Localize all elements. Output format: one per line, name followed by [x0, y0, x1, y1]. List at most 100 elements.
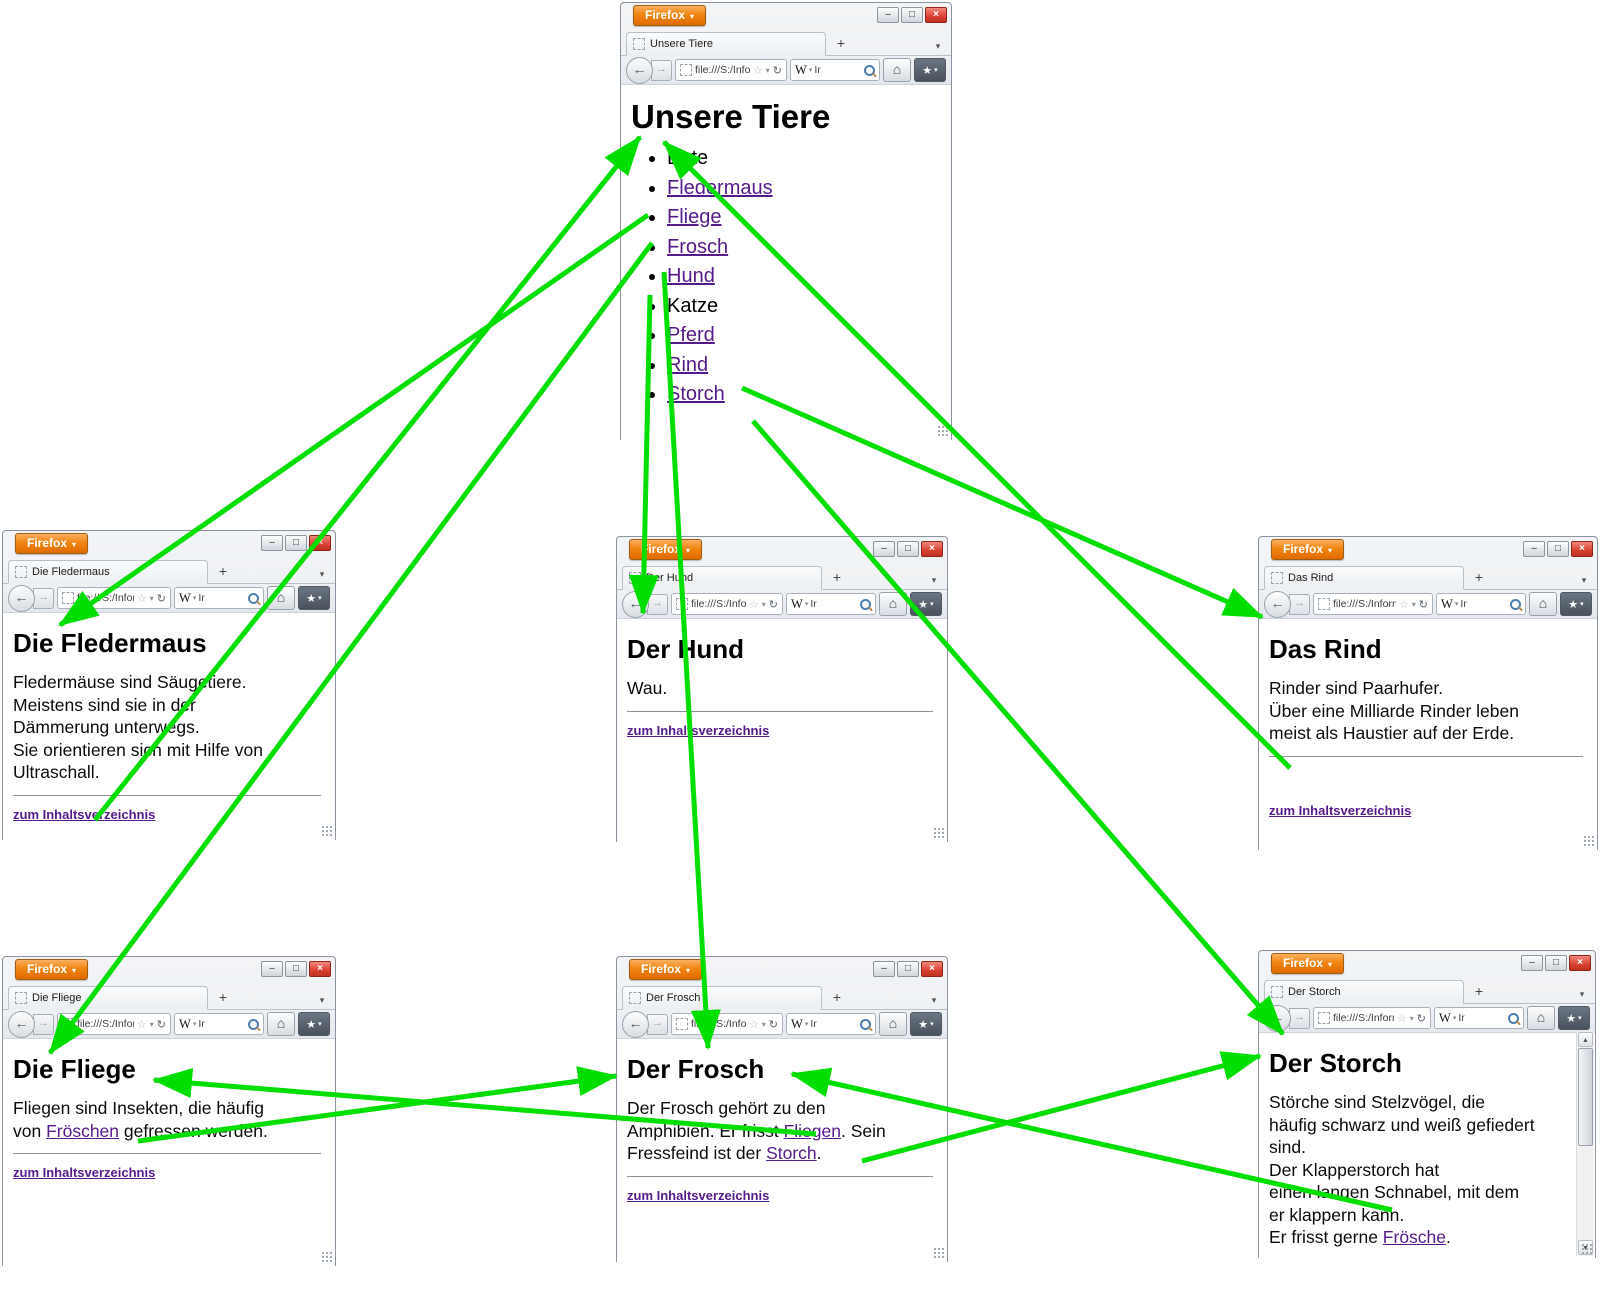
- url-bar[interactable]: file:///S:/Informati☆▾↻: [671, 593, 783, 615]
- list-tabs-icon[interactable]: ▾: [931, 575, 937, 585]
- forward-button[interactable]: →: [1289, 593, 1310, 615]
- url-dropdown-icon[interactable]: ▾: [149, 1019, 154, 1029]
- link-frosche[interactable]: Frösche: [1382, 1227, 1447, 1247]
- search-bar[interactable]: W▾Ir: [174, 587, 264, 609]
- link-zum-inhaltsverzeichnis[interactable]: zum Inhaltsverzeichnis: [1269, 802, 1412, 818]
- new-tab-button[interactable]: +: [218, 563, 228, 579]
- close-button[interactable]: ×: [925, 7, 947, 23]
- link-frosch[interactable]: Frosch: [667, 235, 729, 258]
- forward-button[interactable]: →: [33, 587, 54, 609]
- firefox-menu-button[interactable]: Firefox▾: [629, 539, 703, 560]
- tab-unsere-tiere[interactable]: Unsere Tiere: [626, 32, 826, 56]
- list-tabs-icon[interactable]: ▾: [1579, 989, 1585, 999]
- search-bar[interactable]: W▾Ir: [174, 1013, 264, 1035]
- link-fledermaus[interactable]: Fledermaus: [667, 176, 773, 199]
- resize-grip[interactable]: [1583, 835, 1594, 846]
- bookmark-star-icon[interactable]: ☆: [136, 592, 147, 605]
- reload-icon[interactable]: ↻: [768, 1018, 778, 1031]
- minimize-button[interactable]: –: [261, 535, 283, 551]
- search-icon[interactable]: [248, 592, 259, 604]
- firefox-menu-button[interactable]: Firefox▾: [1271, 539, 1345, 560]
- minimize-button[interactable]: –: [873, 541, 895, 557]
- new-tab-button[interactable]: +: [836, 35, 846, 51]
- tab-das-rind[interactable]: Das Rind: [1264, 566, 1464, 590]
- bookmark-star-icon[interactable]: ☆: [748, 598, 759, 611]
- reload-icon[interactable]: ↻: [768, 598, 778, 611]
- search-engine-dropdown-icon[interactable]: ▾: [1454, 601, 1459, 608]
- close-button[interactable]: ×: [309, 961, 331, 977]
- scroll-up-icon[interactable]: ▲: [1578, 1032, 1593, 1047]
- resize-grip[interactable]: [937, 425, 948, 436]
- tab-der-storch[interactable]: Der Storch: [1264, 980, 1464, 1004]
- reload-icon[interactable]: ↻: [1416, 1012, 1426, 1025]
- back-button[interactable]: ←: [1264, 1004, 1291, 1032]
- url-dropdown-icon[interactable]: ▾: [1409, 1013, 1414, 1023]
- search-icon[interactable]: [1510, 598, 1521, 610]
- search-engine-dropdown-icon[interactable]: ▾: [192, 595, 197, 602]
- forward-button[interactable]: →: [651, 59, 672, 81]
- tab-der-frosch[interactable]: Der Frosch: [622, 986, 822, 1010]
- search-bar[interactable]: W▾Ir: [790, 59, 880, 81]
- maximize-button[interactable]: □: [897, 961, 919, 977]
- reload-icon[interactable]: ↻: [156, 1018, 166, 1031]
- search-engine-icon[interactable]: W: [791, 1016, 803, 1031]
- bookmark-star-icon[interactable]: ☆: [1398, 598, 1409, 611]
- search-engine-dropdown-icon[interactable]: ▾: [804, 1021, 809, 1028]
- tab-der-hund[interactable]: Der Hund: [622, 566, 822, 590]
- list-tabs-icon[interactable]: ▾: [935, 41, 941, 51]
- list-tabs-icon[interactable]: ▾: [931, 995, 937, 1005]
- firefox-menu-button[interactable]: Firefox▾: [15, 959, 89, 980]
- link-storch[interactable]: Storch: [667, 383, 725, 405]
- close-button[interactable]: ×: [1571, 541, 1593, 557]
- link-zum-inhaltsverzeichnis[interactable]: zum Inhaltsverzeichnis: [13, 806, 156, 822]
- resize-grip[interactable]: [1581, 1243, 1592, 1254]
- vertical-scrollbar[interactable]: ▲ ▼: [1576, 1031, 1594, 1256]
- bookmark-star-icon[interactable]: ☆: [1396, 1012, 1407, 1025]
- bookmarks-button[interactable]: ★▾: [298, 1012, 330, 1036]
- maximize-button[interactable]: □: [1547, 541, 1569, 557]
- reload-icon[interactable]: ↻: [1418, 598, 1428, 611]
- firefox-menu-button[interactable]: Firefox▾: [629, 959, 703, 980]
- close-button[interactable]: ×: [921, 961, 943, 977]
- search-icon[interactable]: [1508, 1012, 1519, 1024]
- search-bar[interactable]: W▾Ir: [1436, 593, 1526, 615]
- url-bar[interactable]: file:///S:/Informati☆▾↻: [57, 1013, 171, 1035]
- home-button[interactable]: ⌂: [1529, 592, 1557, 616]
- search-icon[interactable]: [248, 1018, 259, 1030]
- home-button[interactable]: ⌂: [267, 586, 295, 610]
- search-icon[interactable]: [864, 64, 875, 76]
- minimize-button[interactable]: –: [873, 961, 895, 977]
- titlebar[interactable]: Firefox▾ – □ ×: [3, 531, 335, 556]
- minimize-button[interactable]: –: [261, 961, 283, 977]
- maximize-button[interactable]: □: [285, 961, 307, 977]
- close-button[interactable]: ×: [1569, 955, 1591, 971]
- list-tabs-icon[interactable]: ▾: [1581, 575, 1587, 585]
- scrollbar-thumb[interactable]: [1578, 1048, 1593, 1146]
- resize-grip[interactable]: [321, 1251, 332, 1262]
- new-tab-button[interactable]: +: [832, 569, 842, 585]
- bookmarks-button[interactable]: ★▾: [910, 592, 942, 616]
- bookmark-star-icon[interactable]: ☆: [748, 1018, 759, 1031]
- resize-grip[interactable]: [933, 827, 944, 838]
- maximize-button[interactable]: □: [285, 535, 307, 551]
- search-engine-icon[interactable]: W: [795, 62, 807, 77]
- search-icon[interactable]: [860, 1018, 871, 1030]
- back-button[interactable]: ←: [622, 590, 649, 618]
- search-engine-icon[interactable]: W: [791, 596, 803, 611]
- search-engine-icon[interactable]: W: [1441, 596, 1453, 611]
- list-tabs-icon[interactable]: ▾: [319, 569, 325, 579]
- close-button[interactable]: ×: [921, 541, 943, 557]
- home-button[interactable]: ⌂: [267, 1012, 295, 1036]
- new-tab-button[interactable]: +: [1474, 569, 1484, 585]
- search-engine-dropdown-icon[interactable]: ▾: [192, 1021, 197, 1028]
- link-fliegen[interactable]: Fliegen: [783, 1120, 841, 1141]
- maximize-button[interactable]: □: [1545, 955, 1567, 971]
- back-button[interactable]: ←: [626, 56, 653, 84]
- minimize-button[interactable]: –: [1521, 955, 1543, 971]
- titlebar[interactable]: Firefox▾ – □ ×: [1259, 537, 1597, 562]
- home-button[interactable]: ⌂: [1527, 1006, 1555, 1030]
- link-storch-inline[interactable]: Storch: [766, 1143, 817, 1163]
- home-button[interactable]: ⌂: [883, 58, 911, 82]
- url-dropdown-icon[interactable]: ▾: [761, 1019, 766, 1029]
- firefox-menu-button[interactable]: Firefox▾: [15, 533, 89, 554]
